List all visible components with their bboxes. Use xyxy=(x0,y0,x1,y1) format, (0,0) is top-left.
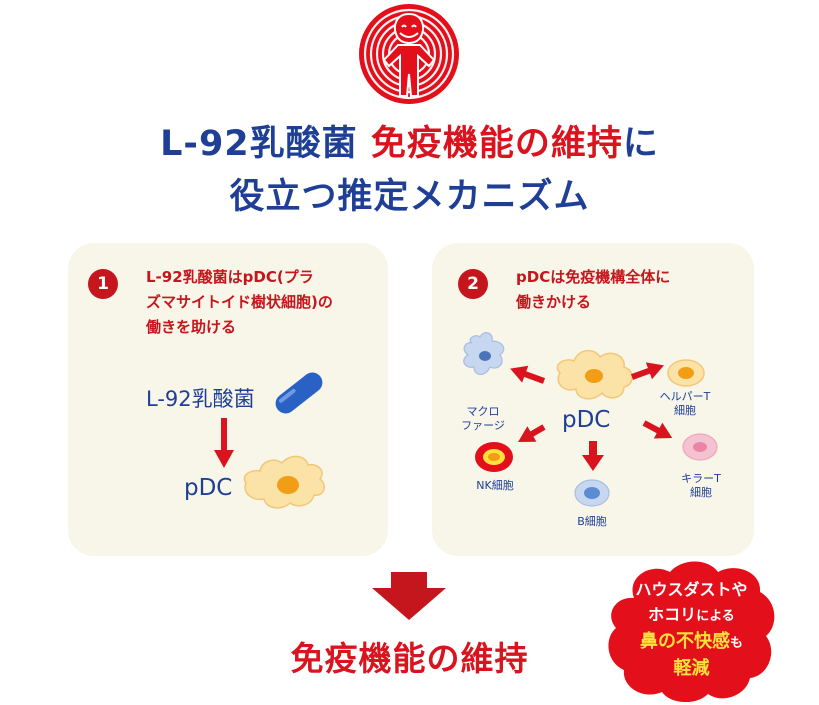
pdc-label-1: pDC xyxy=(184,475,233,501)
badge-line-3-a: 鼻の不快感 xyxy=(639,631,730,652)
title-particle: に xyxy=(622,124,659,164)
badge-line-2: ホコリによる xyxy=(604,602,779,629)
title-product: L-92乳酸菌 xyxy=(160,124,371,164)
result-text: 免疫機能の維持 xyxy=(290,639,529,678)
arrow-to-helper-t xyxy=(630,362,664,380)
macrophage-label-line-1: マクロ xyxy=(466,405,500,418)
mascot-figure xyxy=(382,12,436,97)
step-1-text-line-1: L-92乳酸菌はpDC(プラ xyxy=(146,268,314,286)
helper-t-label: ヘルパーT 細胞 xyxy=(654,390,716,418)
arrow-to-macrophage xyxy=(510,365,546,384)
badge-line-2-b: による xyxy=(696,609,735,624)
pdc-cell-icon xyxy=(243,455,325,509)
immune-network-diagram xyxy=(463,332,718,507)
badge-line-4: 軽減 xyxy=(673,658,710,679)
l92-bacteria-icon xyxy=(275,372,323,414)
benefit-badge-shape xyxy=(608,561,775,703)
killer-t-label-line-2: 細胞 xyxy=(690,486,712,499)
arrow-to-nk xyxy=(518,424,546,442)
step-2-text-line-1: pDCは免疫機構全体に xyxy=(516,268,671,286)
step-number-1: 1 xyxy=(88,269,118,299)
arrow-to-b-cell xyxy=(582,441,604,471)
panel-step-2: 2 pDCは免疫機構全体に 働きかける xyxy=(432,243,754,556)
l92-label: L-92乳酸菌 xyxy=(146,387,255,411)
macrophage-label: マクロ ファージ xyxy=(458,405,508,433)
killer-t-label-line-1: キラーT xyxy=(681,472,721,485)
step-1-description: L-92乳酸菌はpDC(プラ ズマサイトイド樹状細胞)の 働きを助ける xyxy=(146,265,333,340)
badge-line-1: ハウスダストや xyxy=(635,580,748,599)
helper-t-label-line-1: ヘルパーT xyxy=(659,390,711,403)
step-number-2: 2 xyxy=(458,269,488,299)
benefit-badge-text: ハウスダストや ホコリによる 鼻の不快感も 軽減 xyxy=(604,577,779,681)
title-line-1: L-92乳酸菌 免疫機能の維持に xyxy=(0,127,819,162)
title-highlight: 免疫機能の維持 xyxy=(370,124,623,164)
title-line-2: 役立つ推定メカニズム xyxy=(229,177,590,217)
badge-line-3: 鼻の不快感も xyxy=(604,629,779,656)
step-1-text-line-2: ズマサイトイド樹状細胞)の xyxy=(146,293,333,311)
nk-label: NK細胞 xyxy=(476,479,514,492)
b-cell-label: B細胞 xyxy=(577,515,607,528)
big-down-arrow-icon xyxy=(372,572,446,620)
badge-line-2-a: ホコリ xyxy=(648,605,697,624)
macrophage-label-line-2: ファージ xyxy=(461,419,505,432)
badge-line-3-b: も xyxy=(729,636,743,651)
step-2-text-line-2: 働きかける xyxy=(516,293,592,311)
panel-step-1: 1 L-92乳酸菌はpDC(プラ ズマサイトイド樹状細胞)の 働きを助ける L-… xyxy=(68,243,388,556)
pdc-label-2: pDC xyxy=(562,407,611,433)
step-1-text-line-3: 働きを助ける xyxy=(146,318,237,336)
down-arrow-icon xyxy=(214,418,234,468)
step-2-description: pDCは免疫機構全体に 働きかける xyxy=(516,265,670,315)
killer-t-label: キラーT 細胞 xyxy=(672,472,730,500)
mascot-logo xyxy=(359,4,459,104)
arrow-to-killer-t xyxy=(642,420,673,439)
helper-t-label-line-2: 細胞 xyxy=(674,404,696,417)
